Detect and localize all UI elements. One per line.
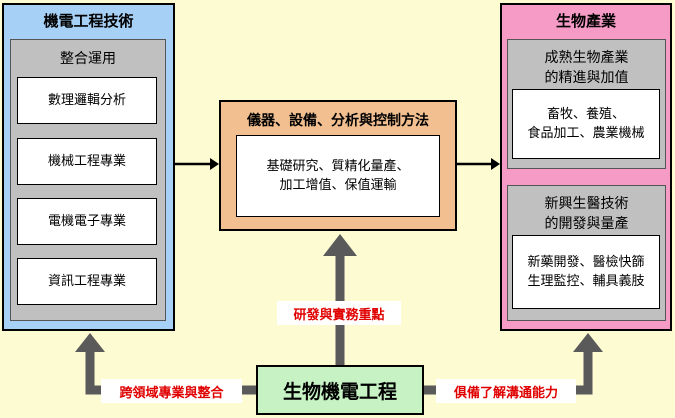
left-group-title: 整合運用 — [60, 51, 116, 67]
right-section-mature-title: 成熟生物產業 的精進與加值 — [508, 48, 665, 88]
left-item-mechanical: 機械工程專業 — [17, 138, 157, 185]
right-section-emerging-title: 新興生醫技術 的開發與量產 — [508, 194, 665, 234]
left-panel-title: 機電工程技術 — [43, 12, 134, 30]
right-section-emerging-title-line1: 新興生醫技術 — [544, 196, 629, 212]
right-section-mature-body: 畜牧、養殖、 食品加工、農業機械 — [512, 89, 660, 159]
label-cross-domain: 跨領域專業與整合 — [101, 379, 242, 403]
left-item-computer: 資訊工程專業 — [17, 258, 157, 305]
left-item-electrical: 電機電子專業 — [17, 198, 157, 245]
arrow-center-to-right — [457, 158, 500, 170]
center-panel-title: 儀器、設備、分析與控制方法 — [247, 113, 429, 129]
arrow-left-to-center — [175, 158, 219, 170]
right-section-mature-body-line1: 畜牧、養殖、 — [546, 107, 625, 122]
label-rd-practice: 研發與實務重點 — [277, 301, 401, 325]
right-section-emerging-body-line2: 生理監控、輔具義肢 — [527, 274, 645, 289]
center-body-line2: 加工增值、保值運輸 — [279, 178, 397, 193]
label-communication: 俱備了解溝通能力 — [436, 379, 576, 403]
bottom-box: 生物機電工程 — [256, 365, 424, 415]
right-section-emerging-body-line1: 新藥開發、醫檢快篩 — [527, 255, 645, 270]
center-body-line1: 基礎研究、質精化量產、 — [266, 159, 410, 174]
right-panel-title: 生物產業 — [555, 12, 616, 30]
right-section-mature-body-line2: 食品加工、農業機械 — [527, 126, 645, 141]
right-section-emerging-body: 新藥開發、醫檢快篩 生理監控、輔具義肢 — [512, 235, 660, 309]
center-body-box: 基礎研究、質精化量產、 加工增值、保值運輸 — [236, 135, 440, 217]
right-section-mature-title-line1: 成熟生物產業 — [544, 50, 629, 66]
right-section-emerging-title-line2: 的開發與量產 — [544, 216, 629, 232]
arrow-bottom-to-center — [323, 234, 357, 365]
right-section-mature-title-line2: 的精進與加值 — [544, 70, 629, 86]
left-item-logic: 數理邏輯分析 — [17, 77, 157, 124]
